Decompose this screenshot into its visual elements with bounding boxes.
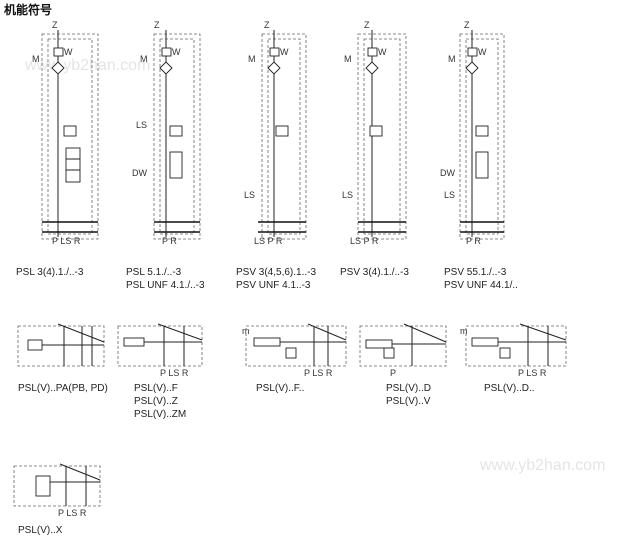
page-title: 机能符号 [4, 2, 52, 17]
symbol-f2: m P LS R [242, 323, 347, 378]
label-m: M [32, 54, 40, 64]
svg-text:W: W [478, 47, 487, 57]
svg-text:Z: Z [464, 20, 470, 30]
svg-text:LS P R: LS P R [350, 236, 379, 246]
caption-psv-3-456-a: PSV 3(4,5,6).1..-3 [236, 267, 316, 278]
svg-text:M: M [448, 54, 456, 64]
caption-f-a: PSL(V)..F [134, 383, 178, 394]
symbol-pa [17, 323, 105, 367]
symbol-psv-3-4: Z M LS W LS P R [342, 20, 407, 246]
watermark-top: www.yb2han.com [24, 57, 150, 74]
svg-text:DW: DW [132, 168, 147, 178]
caption-x: PSL(V)..X [18, 525, 63, 536]
svg-text:Z: Z [364, 20, 370, 30]
svg-text:m: m [460, 326, 468, 336]
watermark-bottom: www.yb2han.com [479, 457, 605, 474]
svg-text:W: W [172, 47, 181, 57]
caption-psv-3-456-b: PSV UNF 4.1..-3 [236, 280, 311, 291]
svg-text:P LS R: P LS R [518, 368, 547, 378]
svg-text:LS: LS [244, 190, 255, 200]
symbol-psv-3-456: Z M LS W LS P R [244, 20, 307, 246]
caption-psv-55-1-a: PSV 55.1./..-3 [444, 267, 507, 278]
caption-pa: PSL(V)..PA(PB, PD) [18, 383, 108, 394]
svg-text:W: W [378, 47, 387, 57]
caption-d-a: PSL(V)..D [386, 383, 431, 394]
label-z: Z [52, 20, 58, 30]
svg-text:Z: Z [264, 20, 270, 30]
svg-text:LS P R: LS P R [254, 236, 283, 246]
symbol-d: P [359, 323, 447, 378]
caption-d-b: PSL(V)..V [386, 396, 431, 407]
svg-text:M: M [344, 54, 352, 64]
symbol-psv-55-1: Z M DW LS W P R [440, 20, 505, 246]
caption-f-b: PSL(V)..Z [134, 396, 178, 407]
svg-text:LS: LS [444, 190, 455, 200]
svg-text:W: W [280, 47, 289, 57]
caption-psl-5-1-a: PSL 5.1./..-3 [126, 267, 182, 278]
svg-text:P LS R: P LS R [304, 368, 333, 378]
caption-psv-3-4: PSV 3(4).1./..-3 [340, 267, 409, 278]
svg-text:M: M [248, 54, 256, 64]
symbol-d2: m P LS R [460, 323, 567, 378]
svg-text:LS: LS [136, 120, 147, 130]
symbol-f: P LS R [117, 323, 203, 378]
caption-f-c: PSL(V)..ZM [134, 409, 186, 420]
svg-text:P LS R: P LS R [160, 368, 189, 378]
caption-f2: PSL(V)..F.. [256, 383, 304, 394]
symbol-psl-3-4: Z M W P LS R [32, 20, 99, 246]
symbol-x: P LS R [13, 463, 101, 518]
svg-text:P: P [390, 368, 396, 378]
caption-psv-55-1-b: PSV UNF 44.1/.. [444, 280, 518, 291]
svg-text:P R: P R [466, 236, 481, 246]
svg-text:DW: DW [440, 168, 455, 178]
caption-psl-3-4: PSL 3(4).1./..-3 [16, 267, 84, 278]
svg-text:P R: P R [162, 236, 177, 246]
svg-text:P LS R: P LS R [58, 508, 87, 518]
svg-text:M: M [140, 54, 148, 64]
ports: P LS R [52, 236, 81, 246]
caption-d2: PSL(V)..D.. [484, 383, 535, 394]
svg-text:W: W [64, 47, 73, 57]
symbol-psl-5-1: Z M LS DW W P R [132, 20, 201, 246]
svg-text:Z: Z [154, 20, 160, 30]
svg-text:LS: LS [342, 190, 353, 200]
caption-psl-5-1-b: PSL UNF 4.1./..-3 [126, 280, 205, 291]
